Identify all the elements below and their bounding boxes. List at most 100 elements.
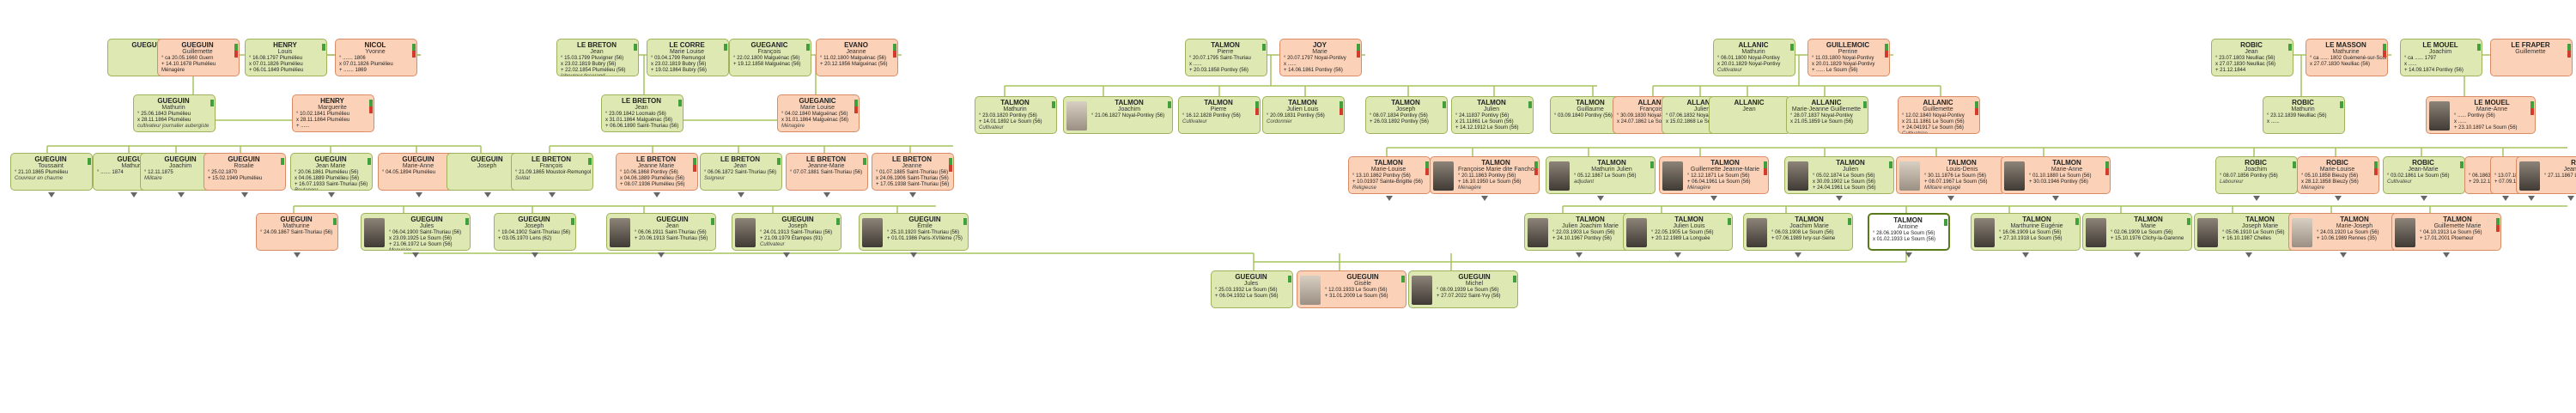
expand-arrow-icon[interactable] bbox=[2052, 196, 2059, 201]
expand-arrow-icon[interactable] bbox=[1576, 252, 1583, 258]
expand-arrow-icon[interactable] bbox=[416, 192, 422, 197]
expand-arrow-icon[interactable] bbox=[412, 252, 419, 258]
expand-arrow-icon[interactable] bbox=[48, 192, 55, 197]
expand-arrow-icon[interactable] bbox=[1836, 196, 1843, 201]
expand-arrow-icon[interactable] bbox=[653, 192, 660, 197]
expand-arrow-icon[interactable] bbox=[1481, 196, 1488, 201]
expand-arrow-icon[interactable] bbox=[2567, 196, 2574, 201]
expand-arrow-icon[interactable] bbox=[909, 192, 916, 197]
expand-arrow-icon[interactable] bbox=[2134, 252, 2141, 258]
expand-arrow-icon[interactable] bbox=[1597, 196, 1604, 201]
expand-arrow-icon[interactable] bbox=[2443, 252, 2450, 258]
expand-arrow-icon[interactable] bbox=[241, 192, 248, 197]
expand-arrow-icon[interactable] bbox=[1710, 196, 1717, 201]
expand-arrow-icon[interactable] bbox=[2502, 196, 2509, 201]
expand-arrow-icon[interactable] bbox=[2528, 196, 2535, 201]
expand-arrow-icon[interactable] bbox=[910, 252, 917, 258]
expand-arrow-icon[interactable] bbox=[1386, 196, 1393, 201]
expand-arrow-icon[interactable] bbox=[532, 252, 538, 258]
expand-arrow-icon[interactable] bbox=[294, 252, 301, 258]
expand-arrow-icon[interactable] bbox=[2253, 196, 2260, 201]
expand-arrow-icon[interactable] bbox=[178, 192, 185, 197]
expand-arrow-icon[interactable] bbox=[2340, 252, 2347, 258]
expand-arrow-icon[interactable] bbox=[131, 192, 137, 197]
expand-arrow-icon[interactable] bbox=[2245, 252, 2252, 258]
expand-arrow-icon[interactable] bbox=[1947, 196, 1954, 201]
expand-arrow-icon[interactable] bbox=[328, 192, 335, 197]
expand-arrow-icon[interactable] bbox=[823, 192, 830, 197]
expand-arrow-icon[interactable] bbox=[658, 252, 665, 258]
expand-arrow-icon[interactable] bbox=[783, 252, 790, 258]
expand-arrow-icon[interactable] bbox=[484, 192, 491, 197]
expand-arrow-icon[interactable] bbox=[2335, 196, 2342, 201]
expand-arrow-icon[interactable] bbox=[1674, 252, 1681, 258]
expand-arrow-icon[interactable] bbox=[1795, 252, 1801, 258]
expand-arrow-icon[interactable] bbox=[1905, 252, 1912, 258]
expand-arrow-icon[interactable] bbox=[738, 192, 744, 197]
person-card-p65[interactable]: ROBICJeanne-Marie° 27.11.1867 Le Sourn (… bbox=[2516, 156, 2576, 194]
expand-arrow-icon[interactable] bbox=[2421, 196, 2427, 201]
